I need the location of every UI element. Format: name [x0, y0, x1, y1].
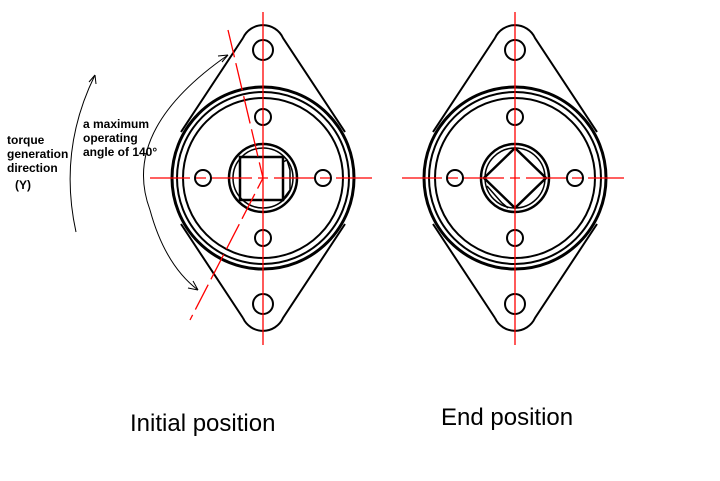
- initial-position-caption: Initial position: [130, 410, 276, 437]
- initial-position-drawing: [69, 11, 373, 346]
- torque-symbol: (Y): [15, 178, 31, 192]
- torque-label-line: direction: [7, 161, 58, 175]
- angle-limit-line: [189, 29, 264, 321]
- torque-label-line: generation: [7, 147, 69, 161]
- end-position-caption: End position: [441, 404, 574, 431]
- angle-arc: [143, 54, 229, 291]
- end-position-drawing: [401, 11, 625, 346]
- angle-label-line: a maximum: [83, 117, 150, 131]
- torque-direction-arrow: [69, 74, 96, 233]
- torque-direction-label: torque generation direction (Y): [7, 133, 68, 192]
- angle-label-line: angle of 140°: [83, 145, 158, 159]
- angle-label-line: operating: [83, 131, 138, 145]
- torque-label-line: torque: [7, 133, 45, 147]
- max-angle-label: a maximum operating angle of 140°: [83, 117, 157, 159]
